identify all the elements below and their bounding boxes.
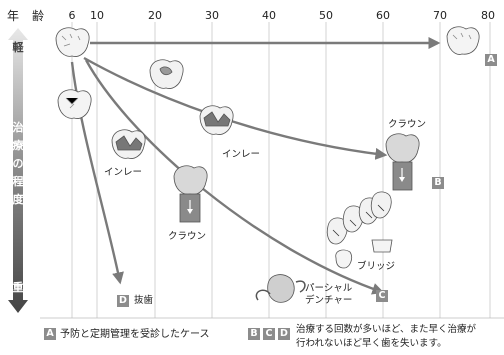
- badge-c: C: [376, 290, 388, 302]
- age-tick-80: 80: [481, 9, 495, 22]
- partial-denture-label-2: デンチャー: [305, 295, 353, 306]
- age-tick-6: 6: [68, 9, 76, 22]
- age-tick-60: 60: [376, 9, 390, 22]
- partial-denture-label-1: パーシャル: [305, 283, 353, 294]
- healthy-tooth-80-icon: [446, 26, 480, 55]
- inlay-tooth-left-icon: [111, 129, 146, 159]
- arrow-to-d: [70, 61, 124, 285]
- inlay-label-right: インレー: [222, 149, 261, 160]
- age-label: 齢: [32, 9, 45, 23]
- badge-d: D: [117, 295, 129, 307]
- partial-denture-icon: [255, 274, 306, 303]
- legend-badge-d: D: [278, 328, 290, 340]
- crown-label-left: クラウン: [168, 231, 207, 242]
- crown-label-right: クラウン: [388, 119, 427, 130]
- legend-badge-c: C: [263, 328, 275, 340]
- severity-char-3: の: [12, 157, 24, 170]
- badge-a: A: [485, 54, 497, 66]
- age-tick-70: 70: [433, 9, 447, 22]
- legend-badge-a: A: [44, 328, 56, 340]
- severity-axis-arrow: [8, 28, 28, 313]
- decayed-tooth-icon: [149, 59, 184, 89]
- inlay-label-left: インレー: [104, 167, 143, 178]
- legend-bcd-text-2: 行われないほど早く歯を失います。: [296, 338, 447, 349]
- age-tick-10: 10: [90, 9, 104, 22]
- year-label: 年: [7, 9, 20, 23]
- severity-char-5: 度: [12, 193, 24, 206]
- arrow-to-c: [84, 59, 385, 295]
- cracked-tooth-icon: [57, 89, 92, 119]
- crown-tooth-right-icon: [385, 133, 420, 191]
- severity-char-2: 療: [12, 139, 24, 152]
- light-label: 軽: [12, 41, 24, 54]
- badge-b: B: [432, 177, 444, 189]
- inlay-tooth-right-icon: [199, 105, 234, 135]
- extraction-label: 抜歯: [134, 295, 154, 306]
- age-tick-30: 30: [205, 9, 219, 22]
- bridge-label: ブリッジ: [357, 261, 396, 272]
- legend-a-text: 予防と定期管理を受診したケース: [60, 329, 210, 340]
- severity-char-4: 程: [12, 175, 24, 188]
- age-tick-50: 50: [319, 9, 333, 22]
- legend-bcd-text-1: 治療する回数が多いほど、また早く治療が: [296, 324, 477, 335]
- legend-badge-b: B: [248, 328, 260, 340]
- severity-char-1: 治: [12, 121, 24, 134]
- bridge-icon: [326, 191, 393, 269]
- age-tick-40: 40: [262, 9, 276, 22]
- crown-tooth-left-icon: [173, 165, 208, 223]
- heavy-label: 重: [12, 281, 24, 294]
- healthy-tooth-icon: [55, 27, 90, 57]
- age-tick-20: 20: [148, 9, 162, 22]
